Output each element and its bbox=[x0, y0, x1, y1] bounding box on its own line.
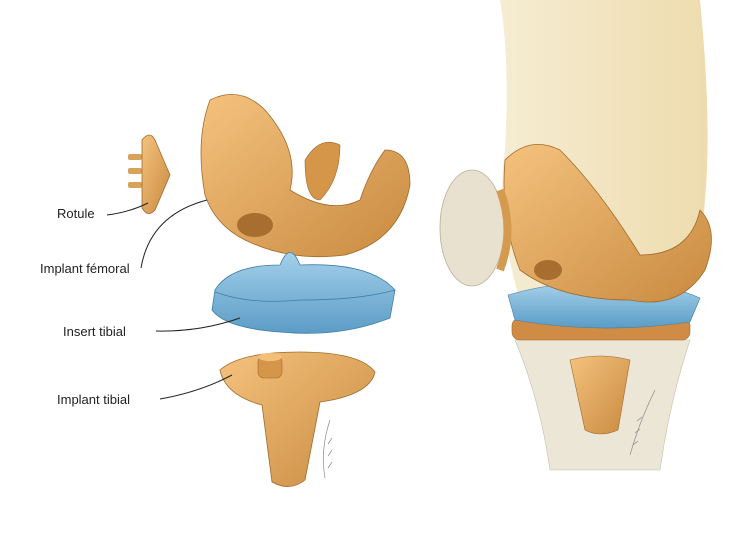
tibial-implant bbox=[219, 351, 376, 487]
tibial-insert bbox=[211, 252, 396, 334]
leader-lines bbox=[106, 199, 241, 400]
assembled-knee bbox=[439, 0, 712, 471]
label-insert-tibial: Insert tibial bbox=[63, 324, 126, 339]
femoral-implant bbox=[200, 94, 411, 258]
artist-signature bbox=[323, 389, 656, 479]
label-implant-femoral: Implant fémoral bbox=[40, 261, 130, 276]
label-implant-tibial: Implant tibial bbox=[57, 392, 130, 407]
patella-implant bbox=[128, 134, 171, 214]
label-rotule: Rotule bbox=[57, 206, 95, 221]
